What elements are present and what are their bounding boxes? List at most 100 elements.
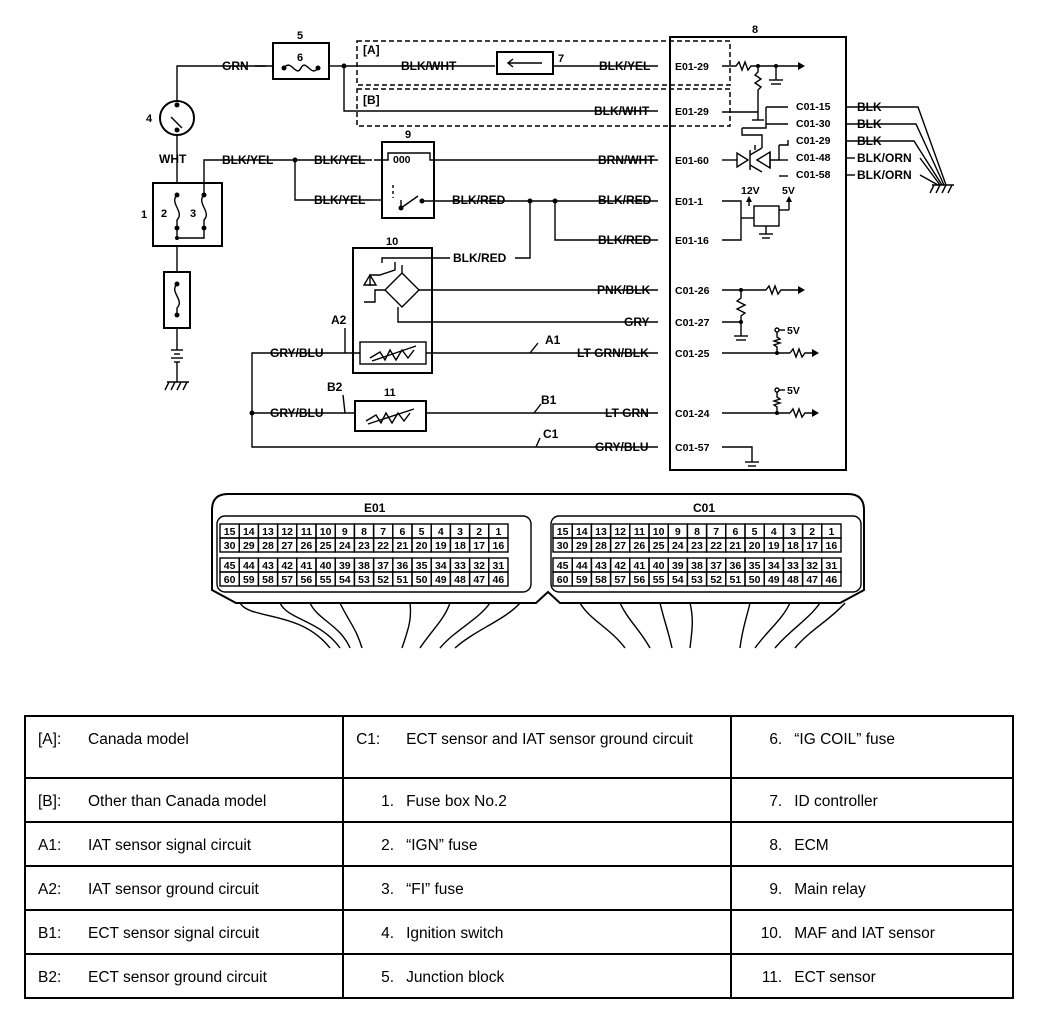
connector-pin-label: 15 [224, 526, 236, 538]
legend-key: 10. [760, 925, 783, 942]
connector-pin-label: 34 [435, 560, 447, 572]
ground-symbol-ecm [929, 184, 954, 194]
connector-pin-label: 40 [653, 560, 665, 572]
connector-pin-label: 28 [262, 540, 274, 552]
terminal-e01-16: E01-16 [675, 235, 709, 247]
wire-label-blk-red-2: BLK/RED [598, 193, 652, 207]
connector-pin-label: 55 [653, 574, 665, 586]
connector-pin-label: 29 [576, 540, 588, 552]
ign-fuse [174, 194, 180, 228]
callout-c1: C1 [543, 427, 559, 441]
connector-pin-cell [488, 537, 509, 553]
connector-pin-label: 47 [473, 574, 485, 586]
legend-value: Main relay [794, 881, 866, 898]
legend-value: MAF and IAT sensor [794, 925, 935, 942]
callout-1: 1 [141, 209, 147, 221]
connector-pin-label: 23 [691, 540, 703, 552]
connector-pin-label: 11 [634, 526, 645, 538]
connector-pin-label: 35 [416, 560, 428, 572]
connector-pin-label: 21 [397, 540, 409, 552]
relay-coil: 000 [393, 154, 411, 166]
callout-8: 8 [752, 24, 758, 36]
terminal-c01-48: C01-48 [796, 152, 831, 164]
legend-key: 6. [769, 731, 783, 748]
connector-pin-label: 8 [694, 526, 700, 538]
connector-pin-label: 7 [380, 526, 386, 538]
connector-pin-label: 56 [301, 574, 313, 586]
iat-thermistor [359, 341, 427, 365]
terminal-c01-26: C01-26 [675, 285, 710, 297]
connector-pin-label: 33 [787, 560, 799, 572]
connector-pin-label: 54 [339, 574, 351, 586]
connector-pin-label: 9 [675, 526, 681, 538]
wire-label-wht: WHT [159, 152, 187, 166]
connector-pin-label: 15 [557, 526, 569, 538]
connector-pin-label: 25 [320, 540, 332, 552]
connector-pin-label: 1 [828, 526, 834, 538]
connector-pin-label: 35 [749, 560, 761, 572]
wire-label-blk-wht-b: BLK/WHT [594, 104, 650, 118]
callout-9: 9 [405, 129, 411, 141]
callout-b1: B1 [541, 393, 557, 407]
terminal-e01-1: E01-1 [675, 196, 703, 208]
callout-11: 11 [384, 387, 396, 399]
main-fuse [163, 271, 191, 329]
connector-pin-label: 43 [262, 560, 274, 572]
fi-fuse [201, 194, 207, 228]
connector-pin-label: 42 [614, 560, 626, 572]
label-b: [B] [363, 93, 380, 107]
connector-pin-label: 56 [634, 574, 646, 586]
connector-pin-label: 10 [653, 526, 665, 538]
connector-pin-label: 7 [713, 526, 719, 538]
legend-key: 8. [769, 837, 783, 854]
connector-pin-label: 55 [320, 574, 332, 586]
legend-cell: [A]:Canada model [23, 715, 345, 779]
terminal-c01-58: C01-58 [796, 169, 831, 181]
connector-pin-label: 44 [243, 560, 255, 572]
ig-coil-fuse [283, 64, 319, 72]
connector-pin-label: 57 [281, 574, 293, 586]
connector-pin-label: 9 [342, 526, 348, 538]
callout-5: 5 [297, 30, 303, 42]
wire-label-lt-grn: LT GRN [605, 406, 649, 420]
connector-pin-label: 17 [473, 540, 485, 552]
legend-value: ID controller [794, 793, 878, 810]
legend-key: 4. [381, 925, 395, 942]
wire-label-gry-blu-3: GRY/BLU [595, 440, 649, 454]
connector-pin-label: 38 [691, 560, 703, 572]
legend-key: 7. [769, 793, 783, 810]
connector-pin-label: 44 [576, 560, 588, 572]
legend-key: [B]: [38, 793, 62, 810]
legend-value: ECT sensor [794, 969, 876, 986]
wire-label-brn-wht: BRN/WHT [598, 153, 655, 167]
connector-pin-label: 54 [672, 574, 684, 586]
connector-pin-label: 30 [557, 540, 569, 552]
wire-label-gry-blu-2: GRY/BLU [270, 406, 324, 420]
wire-label-blk-yel-2: BLK/YEL [314, 153, 365, 167]
connector-pin-cell [488, 571, 509, 587]
legend-cell: 10. MAF and IAT sensor [730, 909, 1014, 955]
wire-label-blk-orn-1: BLK/ORN [857, 151, 912, 165]
connector-pin-label: 21 [730, 540, 742, 552]
connector-pin-label: 25 [653, 540, 665, 552]
legend-cell: 1.Fuse box No.2 [342, 777, 733, 823]
connector-pin-label: 50 [416, 574, 428, 586]
connector-pin-label: 60 [224, 574, 236, 586]
legend-value: Ignition switch [406, 925, 504, 942]
wire-label-blk-orn-2: BLK/ORN [857, 168, 912, 182]
connector-pin-label: 24 [339, 540, 351, 552]
wire-label-blk-yel-3: BLK/YEL [314, 193, 365, 207]
connector-pin-label: 22 [710, 540, 722, 552]
legend-key: 2. [381, 837, 395, 854]
legend-value: “IGN” fuse [406, 837, 478, 854]
connector-pin-label: 53 [358, 574, 370, 586]
legend-value: IAT sensor signal circuit [88, 837, 252, 854]
connector-pin-label: 27 [281, 540, 293, 552]
connector-pin-label: 45 [224, 560, 236, 572]
connector-pin-label: 6 [399, 526, 405, 538]
